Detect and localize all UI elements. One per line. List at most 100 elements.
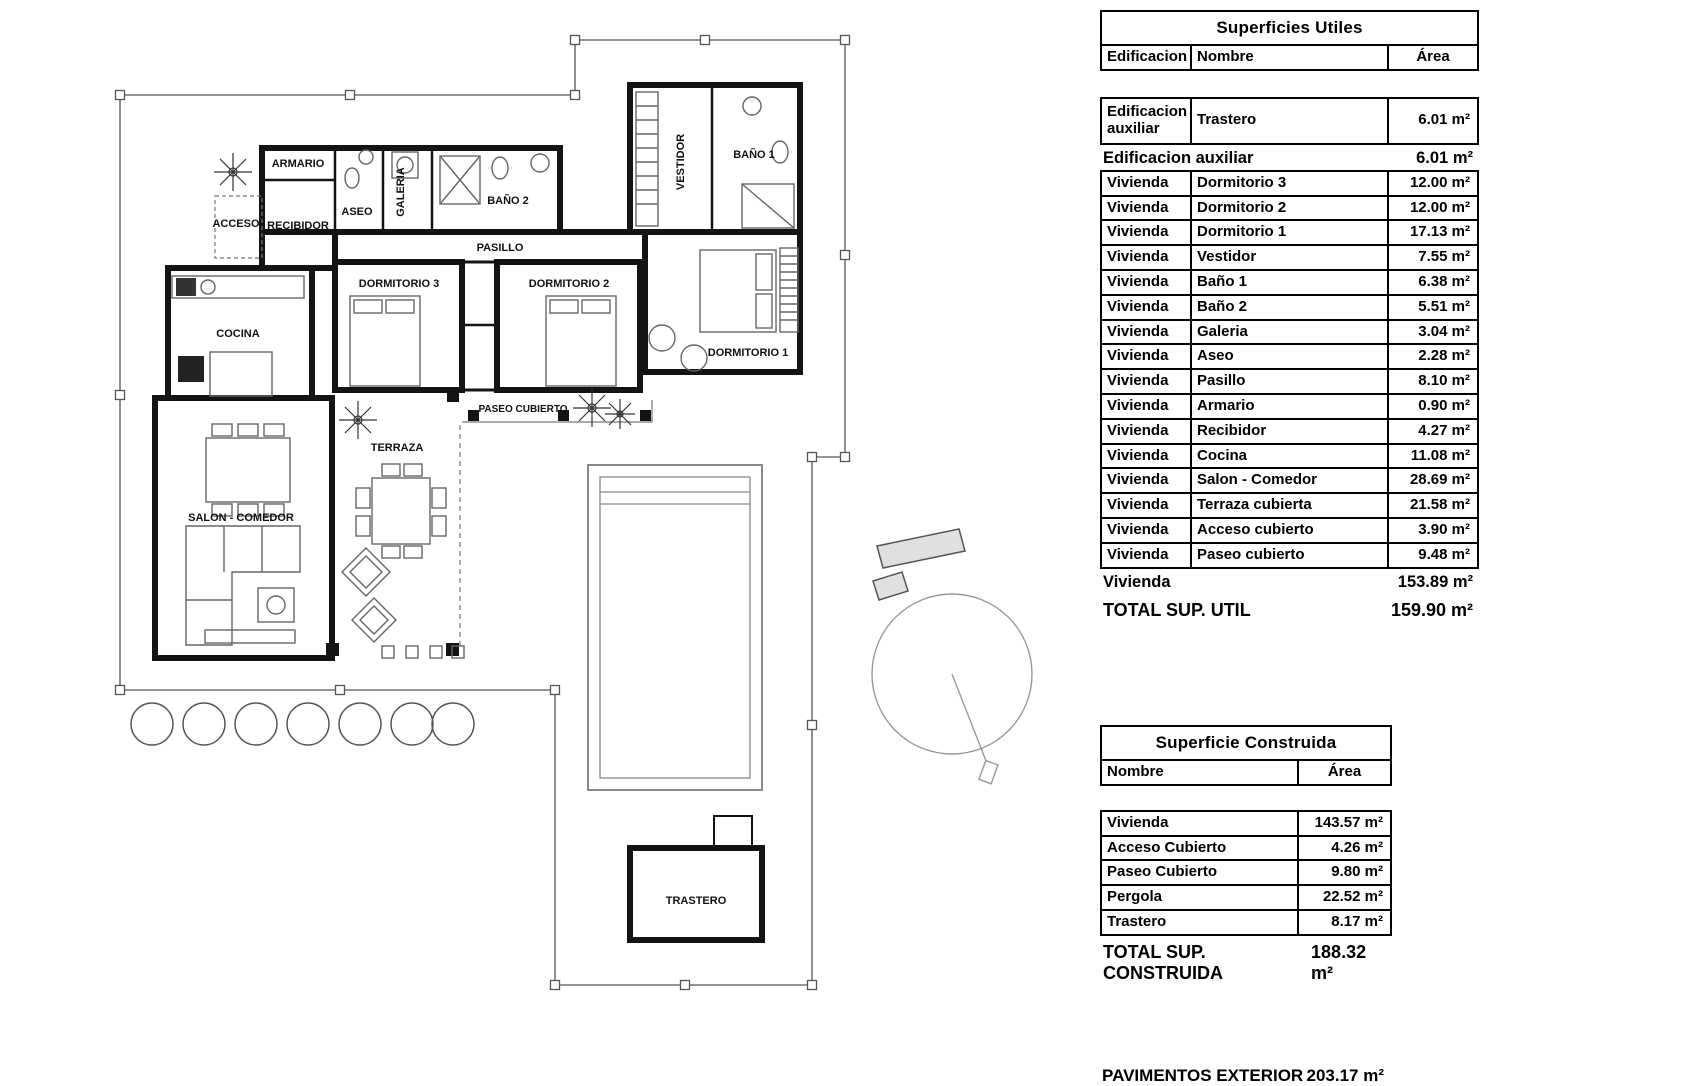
- room-label-galeria: GALERIA: [395, 167, 407, 217]
- subtotal-label: Edificacion auxiliar: [1103, 148, 1254, 167]
- cell-edificacion: Vivienda: [1107, 248, 1169, 266]
- cell-nombre: Terraza cubierta: [1190, 494, 1387, 517]
- structural-columns: [326, 390, 651, 656]
- floor-plan: ARMARIO RECIBIDOR ACCESO ASEO GALERIA BA…: [114, 34, 1033, 991]
- cell-nombre: Recibidor: [1190, 419, 1387, 443]
- cell-area: 28.69 m²: [1387, 469, 1477, 493]
- cell-nombre: Aseo: [1190, 345, 1387, 369]
- cell-edificacion: Vivienda: [1107, 272, 1169, 290]
- cell-area: 9.80 m²: [1297, 861, 1390, 885]
- room-label-dormitorio1: DORMITORIO 1: [708, 347, 788, 359]
- cell-area: 12.00 m²: [1387, 196, 1477, 220]
- cell-area: 6.38 m²: [1387, 270, 1477, 294]
- room-label-recibidor: RECIBIDOR: [267, 220, 329, 232]
- cell-nombre: Cocina: [1190, 444, 1387, 468]
- room-label-acceso: ACCESO: [212, 218, 260, 230]
- table-row: Acceso Cubierto 4.26 m²: [1102, 834, 1390, 860]
- cell-edificacion: Vivienda: [1107, 347, 1169, 365]
- room-label-trastero: TRASTERO: [666, 895, 727, 907]
- room-label-paseo: PASEO CUBIERTO: [478, 404, 567, 415]
- superficie-construida-table: Superficie Construida Nombre Área Vivien…: [1100, 725, 1392, 986]
- utiles-subtotal-vivienda: Vivienda 153.89 m²: [1100, 569, 1479, 594]
- cell-edificacion: Vivienda: [1107, 173, 1169, 191]
- cell-area: 17.13 m²: [1387, 221, 1477, 245]
- subtotal-value: 6.01 m²: [1416, 148, 1473, 167]
- utiles-total-row: TOTAL SUP. UTIL 159.90 m²: [1100, 594, 1479, 623]
- swimming-pool: [587, 464, 763, 791]
- cell-nombre: Armario: [1190, 394, 1387, 418]
- cell-area: 5.51 m²: [1387, 295, 1477, 319]
- utiles-row-trastero: Edificacion auxiliar Trastero 6.01 m²: [1102, 98, 1477, 143]
- utiles-header-row: Edificacion Nombre Área: [1100, 44, 1479, 71]
- construida-total-row: TOTAL SUP. CONSTRUIDA 188.32 m²: [1100, 936, 1392, 986]
- cell-edificacion: Vivienda: [1107, 396, 1169, 414]
- storage-building: [627, 815, 765, 943]
- pavimentos-value: 203.17 m²: [1306, 1066, 1385, 1085]
- cell-area: 3.90 m²: [1387, 518, 1477, 542]
- cell-edificacion: Vivienda: [1107, 520, 1169, 538]
- hedge-bushes: [130, 702, 475, 746]
- superficie-construida-title: Superficie Construida: [1100, 725, 1392, 761]
- room-label-pasillo: PASILLO: [477, 242, 524, 254]
- utiles-aux-box: Edificacion auxiliar Trastero 6.01 m²: [1100, 96, 1479, 145]
- room-label-salon: SALON - COMEDOR: [188, 512, 294, 524]
- cell-nombre: Galeria: [1190, 320, 1387, 344]
- interior-partitions: [262, 85, 714, 392]
- cell-nombre: Paseo cubierto: [1190, 543, 1387, 567]
- total-value: 188.32 m²: [1311, 941, 1367, 983]
- cell-area: 21.58 m²: [1387, 494, 1477, 517]
- cell-nombre: Dormitorio 3: [1190, 171, 1387, 195]
- cell-edificacion: Vivienda: [1107, 446, 1169, 464]
- room-label-cocina: COCINA: [216, 328, 259, 340]
- superficies-utiles-title: Superficies Utiles: [1100, 10, 1479, 46]
- cell-nombre: Dormitorio 1: [1190, 221, 1387, 245]
- room-label-bano1: BAÑO 1: [733, 148, 775, 161]
- cell-nombre: Baño 2: [1190, 295, 1387, 319]
- cell-edificacion: Vivienda: [1107, 545, 1169, 563]
- cell-nombre: Vestidor: [1190, 246, 1387, 269]
- total-label: TOTAL SUP. UTIL: [1103, 599, 1251, 620]
- cell-nombre: Paseo Cubierto: [1107, 863, 1218, 881]
- pavimentos-label: PAVIMENTOS EXTERIOR: [1102, 1066, 1304, 1085]
- cell-area: 6.01 m²: [1387, 98, 1477, 143]
- cell-nombre: Dormitorio 2: [1190, 196, 1387, 220]
- cell-area: 4.27 m²: [1387, 419, 1477, 443]
- cell-area: 9.48 m²: [1387, 543, 1477, 567]
- table-row: Paseo Cubierto 9.80 m²: [1102, 859, 1390, 885]
- table-row: Trastero 8.17 m²: [1102, 908, 1390, 934]
- room-label-terraza: TERRAZA: [371, 442, 424, 454]
- total-label: TOTAL SUP. CONSTRUIDA: [1103, 941, 1223, 983]
- cell-edificacion: Vivienda: [1107, 322, 1169, 340]
- room-label-dormitorio2: DORMITORIO 2: [529, 278, 609, 290]
- cell-nombre: Acceso Cubierto: [1107, 838, 1227, 856]
- header-area: Área: [1387, 46, 1477, 69]
- cell-area: 22.52 m²: [1297, 886, 1390, 909]
- cell-edificacion: Vivienda: [1107, 372, 1169, 390]
- cell-nombre: Salon - Comedor: [1190, 469, 1387, 493]
- pavimentos-exterior-row: PAVIMENTOS EXTERIOR 203.17 m²: [1102, 1066, 1384, 1086]
- subtotal-value: 153.89 m²: [1397, 572, 1473, 591]
- cell-nombre: Trastero: [1107, 912, 1167, 930]
- cell-area: 4.26 m²: [1297, 836, 1390, 860]
- cell-edificacion: Vivienda: [1107, 297, 1169, 315]
- cell-edificacion: Vivienda: [1107, 471, 1169, 489]
- cell-edificacion: Edificacion auxiliar: [1107, 103, 1188, 137]
- cell-area: 8.17 m²: [1297, 910, 1390, 934]
- cell-edificacion: Vivienda: [1107, 421, 1169, 439]
- cell-edificacion: Vivienda: [1107, 223, 1169, 241]
